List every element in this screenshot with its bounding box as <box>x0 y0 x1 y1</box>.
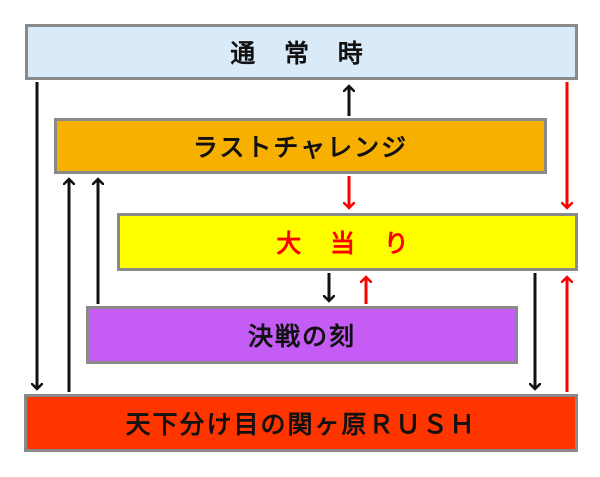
node-normal-label: 通 常 時 <box>230 39 373 68</box>
node-kessen-label: 決戦の刻 <box>247 322 356 351</box>
node-rush: 天下分け目の関ヶ原ＲＵＳＨ <box>24 394 578 452</box>
node-rush-label: 天下分け目の関ヶ原ＲＵＳＨ <box>125 410 477 439</box>
node-jackpot: 大 当 り <box>117 213 578 271</box>
node-kessen: 決戦の刻 <box>86 306 518 364</box>
node-last-challenge: ラストチャレンジ <box>54 118 547 174</box>
node-jackpot-label: 大 当 り <box>276 229 419 258</box>
node-normal: 通 常 時 <box>25 24 578 80</box>
node-last-challenge-label: ラストチャレンジ <box>192 133 409 162</box>
